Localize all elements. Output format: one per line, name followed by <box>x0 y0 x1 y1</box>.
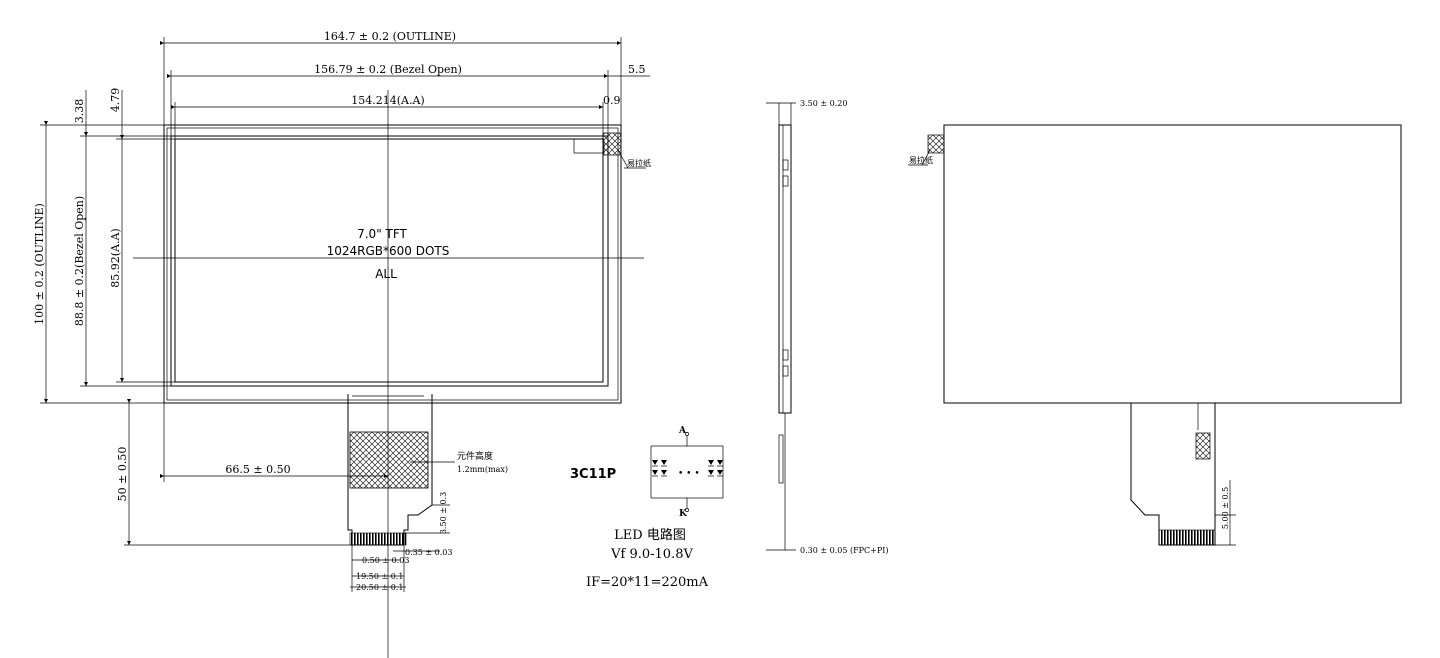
pull-tape-front <box>602 132 622 156</box>
dim-fpc: 0.30 ± 0.05 (FPC+PI) <box>800 546 889 555</box>
dim-bezel-w: 156.79 ± 0.2 (Bezel Open) <box>314 63 462 76</box>
outline-rect <box>163 124 622 404</box>
panel-view-text: ALL <box>375 267 397 281</box>
side-view: 3.50 ± 0.20 0.30 ± 0.05 (FPC+PI) <box>766 99 889 555</box>
back-outline <box>943 124 1402 404</box>
dim-0-9: 0.9 <box>603 94 621 107</box>
led-model: 3C11P <box>570 467 616 482</box>
led-dots: • • • <box>678 469 700 479</box>
dim-0-50: 0.50 ± 0.03 <box>362 556 409 565</box>
back-gold-fingers <box>1158 529 1216 546</box>
dim-19-50: 19.50 ± 0.1 <box>356 572 403 581</box>
panel-resolution-text: 1024RGB*600 DOTS <box>327 244 450 258</box>
led-diodes-left <box>652 460 667 477</box>
corner-label-box <box>573 138 605 154</box>
cathode-terminal <box>685 508 689 512</box>
dim-outline-h: 100 ± 0.2 (OUTLINE) <box>33 203 46 325</box>
dim-aa-h: 85.92(A.A) <box>109 228 122 287</box>
tape-leader <box>617 149 629 169</box>
side-detail <box>782 365 789 377</box>
led-anode-label: A <box>678 426 687 436</box>
led-title: LED 电路图 <box>614 527 686 543</box>
gold-fingers <box>349 532 407 546</box>
led-cathode-label: K <box>679 509 688 519</box>
dim-thickness: 3.50 ± 0.20 <box>800 99 847 108</box>
led-vf: Vf 9.0-10.8V <box>610 547 693 562</box>
fpc-tail <box>347 394 433 546</box>
dim-4-79: 4.79 <box>109 88 122 113</box>
led-if: IF=20*11=220mA <box>586 575 709 590</box>
dim-50: 50 ± 0.50 <box>116 447 129 502</box>
tape-label-back: 易拉纸 <box>909 155 933 165</box>
dim-66-5: 66.5 ± 0.50 <box>225 463 290 476</box>
dim-3-38: 3.38 <box>73 99 86 124</box>
dim-5-5: 5.5 <box>628 63 646 76</box>
anode-terminal <box>685 432 689 436</box>
side-detail <box>782 159 789 171</box>
side-detail <box>782 175 789 187</box>
front-view: 易拉纸 7.0" TFT 1024RGB*600 DOTS ALL 164.7 … <box>33 30 651 658</box>
outline-inner-rect <box>166 127 619 401</box>
led-circuit: 3C11P A K • • • LED 电路图 Vf 9.0-10.8V IF=… <box>570 426 724 590</box>
dim-outline-w: 164.7 ± 0.2 (OUTLINE) <box>324 30 456 43</box>
back-fpc <box>1130 403 1216 546</box>
component-label-2: 1.2mm(max) <box>457 465 508 474</box>
dim-0-35: 0.35 ± 0.03 <box>405 548 452 557</box>
dim-bezel-h: 88.8 ± 0.2(Bezel Open) <box>73 196 86 326</box>
tape-leader-back <box>921 149 931 166</box>
side-stiffener <box>778 434 784 484</box>
component-label-1: 元件高度 <box>457 450 493 462</box>
tape-label-front: 易拉纸 <box>627 158 651 168</box>
dim-20-50: 20.50 ± 0.1 <box>356 583 403 592</box>
pull-tape-back <box>927 134 945 154</box>
dim-5-00: 5.00 ± 0.5 <box>1221 487 1230 529</box>
active-area-rect <box>174 138 604 383</box>
panel-size-text: 7.0" TFT <box>357 227 407 241</box>
component-area <box>349 431 429 489</box>
bezel-open-rect <box>170 135 609 387</box>
back-view: 易拉纸 5.00 ± 0.5 <box>908 124 1402 546</box>
dim-3-50-03: 3.50 ± 0.3 <box>439 492 448 534</box>
side-detail <box>782 349 789 361</box>
side-body <box>778 124 792 414</box>
led-diodes-right <box>708 460 723 477</box>
dim-aa-w: 154.214(A.A) <box>351 94 424 107</box>
back-connector <box>1195 432 1211 460</box>
